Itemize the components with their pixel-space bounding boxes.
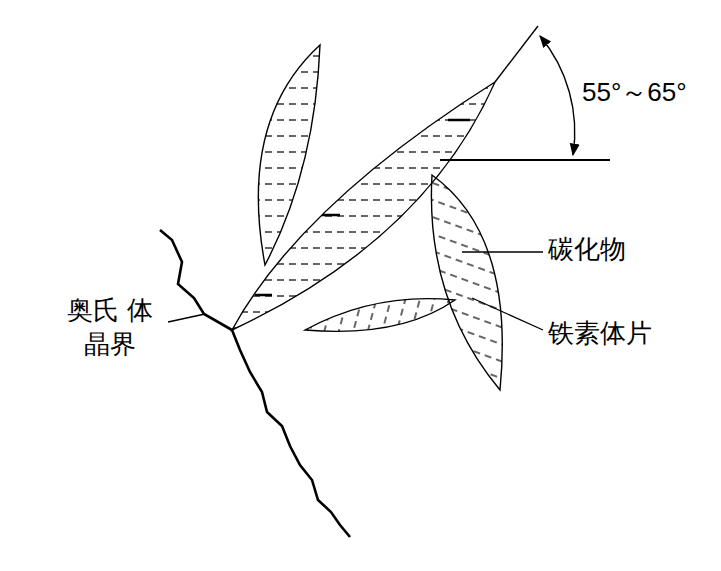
ferrite-plate [431,175,502,390]
leader-line [462,251,543,252]
part-label: 碳化物 [548,233,626,267]
part-label: 奥氏 体晶界 [56,294,164,362]
angle-arc [540,36,575,155]
leader-line [472,298,543,330]
axis-line [440,159,610,161]
ferrite-plate [305,299,455,332]
leader-line [168,314,205,322]
part-label: 铁素体片 [548,317,652,351]
angle-value: 55°～65° [582,76,687,110]
axis-line [495,26,538,82]
